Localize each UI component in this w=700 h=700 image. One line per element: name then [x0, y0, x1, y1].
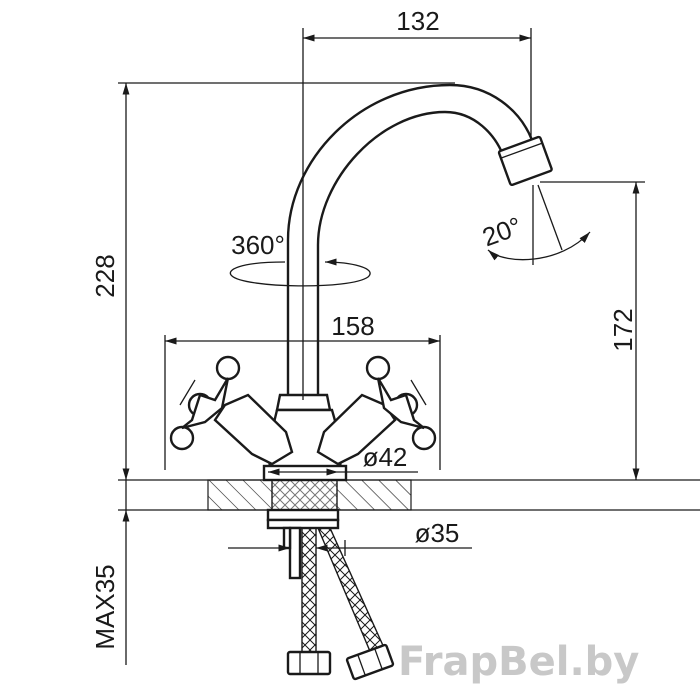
dimension-base-diameter: ø42 — [268, 442, 418, 476]
dimension-spout-tilt: 20° — [478, 184, 591, 265]
dimension-label-handle-span: 158 — [331, 311, 374, 341]
dimension-swivel-angle: 360° — [229, 230, 371, 287]
dimension-handle-span: 158 — [164, 311, 441, 470]
dimension-label-shank-diameter: ø35 — [415, 518, 460, 548]
dimension-label-spout-reach: 132 — [396, 6, 439, 36]
dimension-label-spout-tilt: 20° — [478, 211, 525, 253]
left-handle — [169, 355, 294, 466]
dimension-spout-height: 172 — [540, 181, 645, 480]
dimension-spout-reach: 132 — [302, 6, 532, 400]
watermark-text: FrapBel.by — [398, 639, 639, 685]
spout — [275, 83, 553, 412]
right-handle — [316, 355, 437, 466]
dimension-max-counter-thickness: MAX35 — [90, 480, 130, 665]
dimension-label-max-counter-thickness: MAX35 — [90, 564, 120, 649]
dimension-label-base-diameter: ø42 — [363, 442, 408, 472]
dimension-label-spout-height: 172 — [608, 308, 638, 351]
dimension-total-height: 228 — [90, 82, 455, 480]
dimension-label-swivel-angle: 360° — [231, 230, 285, 260]
countertop — [118, 479, 700, 511]
supply-hoses — [286, 527, 395, 681]
dimension-shank-diameter: ø35 — [228, 518, 472, 556]
dimension-label-total-height: 228 — [90, 254, 120, 297]
